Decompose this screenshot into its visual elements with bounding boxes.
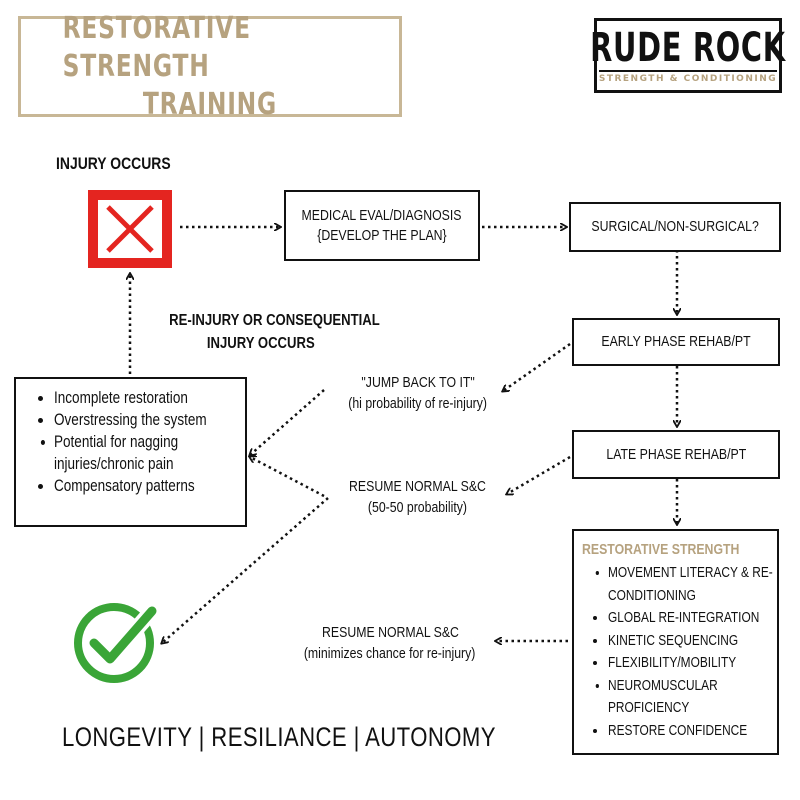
reinjury-label: RE-INJURY OR CONSEQUENTIAL INJURY OCCURS: [169, 312, 380, 352]
restorative-strength-box: RESTORATIVE STRENGTH MOVEMENT LITERACY &…: [572, 529, 779, 755]
page-title-line1: RESTORATIVE STRENGTH: [62, 10, 251, 84]
list-item: GLOBAL RE-INTEGRATION: [608, 607, 771, 630]
arrow-early-to-jump: [503, 342, 571, 391]
restorative-title: RESTORATIVE STRENGTH: [582, 541, 740, 558]
logo-tagline: STRENGTH & CONDITIONING: [598, 69, 778, 84]
list-item: Overstressing the system: [54, 409, 239, 431]
late-phase-node: LATE PHASE REHAB/PT: [572, 430, 780, 479]
restorative-list: MOVEMENT LITERACY & RE- CONDITIONING GLO…: [582, 562, 773, 743]
list-item: Potential for nagging injuries/chronic p…: [54, 431, 234, 475]
page-title-line2: TRAINING: [142, 86, 278, 122]
resume-normal-label-2: RESUME NORMAL S&C (minimizes chance for …: [304, 624, 476, 662]
resume-normal-label-1: RESUME NORMAL S&C (50-50 probability): [348, 478, 486, 516]
arrow-resume-to-risks: [250, 457, 325, 498]
list-item: FLEXIBILITY/MOBILITY: [608, 652, 771, 675]
early-phase-node: EARLY PHASE REHAB/PT: [572, 318, 780, 366]
list-item: KINETIC SEQUENCING: [608, 630, 771, 653]
surgical-node: SURGICAL/NON-SURGICAL?: [569, 202, 781, 252]
logo: RUDE ROCK STRENGTH & CONDITIONING: [590, 18, 785, 93]
risks-box: Incomplete restoration Overstressing the…: [14, 377, 247, 527]
list-item: Incomplete restoration: [54, 387, 239, 409]
logo-name: RUDE ROCK: [590, 24, 786, 71]
x-icon: [98, 200, 162, 258]
risks-list: Incomplete restoration Overstressing the…: [28, 387, 239, 497]
injury-box: [88, 190, 172, 268]
arrow-late-to-resume: [507, 455, 571, 494]
checkmark-icon: [72, 597, 160, 690]
injury-occurs-label: INJURY OCCURS: [56, 154, 171, 173]
medical-eval-node: MEDICAL EVAL/DIAGNOSIS {DEVELOP THE PLAN…: [284, 190, 480, 261]
list-item: RESTORE CONFIDENCE: [608, 720, 771, 743]
arrow-resume-to-check: [162, 497, 329, 643]
list-item: MOVEMENT LITERACY & RE- CONDITIONING: [608, 562, 776, 607]
list-item: Compensatory patterns: [54, 475, 239, 497]
list-item: NEUROMUSCULAR PROFICIENCY: [608, 675, 764, 720]
title-box: RESTORATIVE STRENGTH TRAINING: [18, 11, 402, 122]
jump-back-label: "JUMP BACK TO IT" (hi probability of re-…: [348, 374, 488, 412]
footer-tagline: LONGEVITY | RESILIANCE | AUTONOMY: [62, 722, 496, 752]
arrow-jump-to-risks: [250, 389, 325, 455]
